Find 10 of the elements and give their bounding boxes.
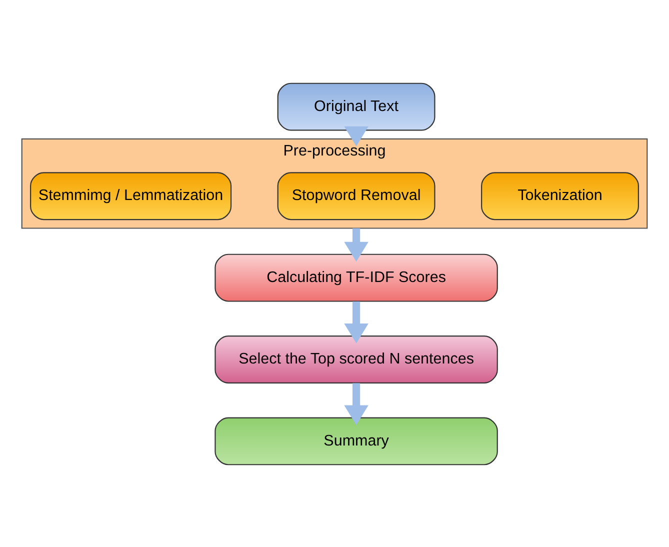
node-box: Summary — [214, 416, 498, 465]
arrow — [344, 126, 368, 146]
node-box: Stemmimg / Lemmatization — [30, 172, 232, 220]
node-box: Calculating TF-IDF Scores — [214, 253, 498, 302]
node-box: Stopword Removal — [277, 172, 436, 220]
node-box: Tokenization — [481, 172, 639, 220]
node-box: Select the Top scored N sentences — [214, 335, 498, 383]
arrow — [344, 300, 368, 343]
arrow — [344, 228, 368, 262]
arrow — [344, 382, 368, 425]
